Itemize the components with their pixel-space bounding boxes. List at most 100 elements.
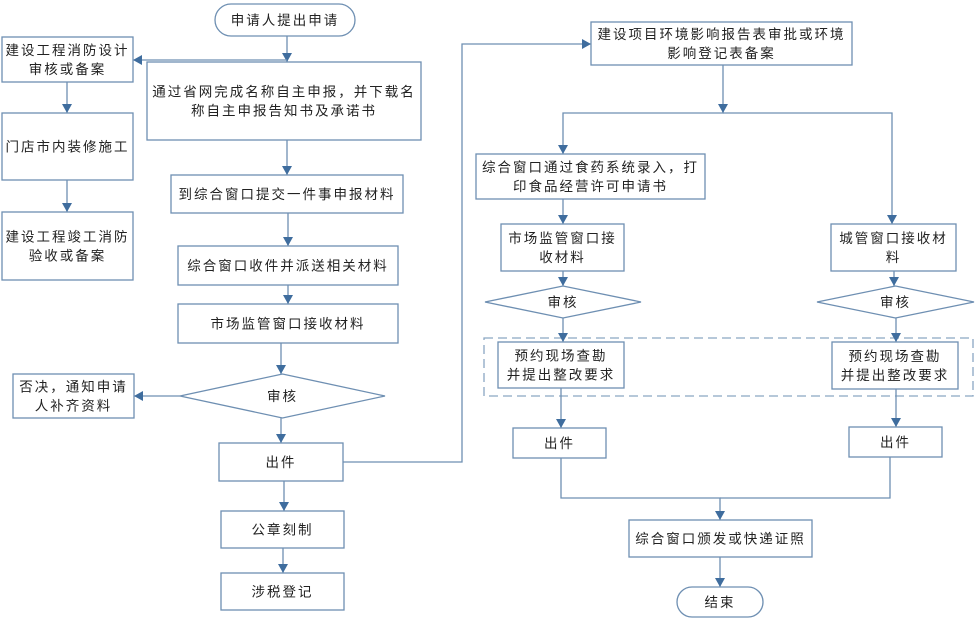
arrowhead-icon xyxy=(276,365,286,374)
arrowhead-icon xyxy=(276,434,286,443)
node-seal: 公章刻制 xyxy=(220,510,345,549)
arrowhead-icon xyxy=(279,502,289,511)
connector-review_main-to-issue_main xyxy=(276,418,286,443)
connector-issue_right-to-deliver xyxy=(720,457,891,499)
process-shape xyxy=(500,223,625,272)
node-label: 市场监管窗口接 xyxy=(508,230,617,247)
node-review-left: 审核 xyxy=(484,285,642,319)
node-receive-dispatch: 综合窗口收件并派送相关材料 xyxy=(177,245,399,286)
process-shape xyxy=(146,61,422,141)
connector-issue_main-to-seal xyxy=(279,481,289,511)
process-shape xyxy=(220,572,345,611)
connector-line xyxy=(562,65,724,154)
arrowhead-icon xyxy=(887,215,897,224)
arrowhead-icon xyxy=(715,578,725,587)
node-label: 出件 xyxy=(266,455,297,471)
connector-review_main-to-reject xyxy=(134,391,180,401)
node-label: 申请人提出申请 xyxy=(231,13,340,29)
node-label: 涉税登记 xyxy=(252,585,314,601)
arrowhead-icon xyxy=(278,564,288,573)
node-deliver: 综合窗口颁发或快递证照 xyxy=(628,519,813,558)
arrowhead-icon xyxy=(283,237,293,246)
process-shape xyxy=(830,223,957,272)
process-shape xyxy=(1,36,134,83)
node-label: 综合窗口通过食药系统录入，打 xyxy=(482,159,699,176)
arrowhead-icon xyxy=(558,277,568,286)
process-shape xyxy=(848,426,943,458)
node-label: 并提出整改要求 xyxy=(507,368,616,384)
node-issue-left: 出件 xyxy=(512,427,607,459)
process-shape xyxy=(1,112,134,181)
process-shape xyxy=(497,341,625,389)
connector-fire_design-to-renovation xyxy=(62,82,72,113)
node-label: 审核 xyxy=(548,295,579,311)
connector-start-to-fire_design xyxy=(133,55,287,65)
node-label: 综合窗口收件并派送相关材料 xyxy=(187,258,389,275)
arrowhead-icon xyxy=(558,215,568,224)
connector-inspect_left-to-issue_left xyxy=(556,388,566,428)
connector-receive_dispatch-to-market_receive_main xyxy=(283,285,293,304)
connector-submit_materials-to-receive_dispatch xyxy=(283,213,293,246)
connector-env-to-food_entry xyxy=(558,65,728,154)
node-review-right: 审核 xyxy=(816,285,975,319)
node-label: 综合窗口颁发或快递证照 xyxy=(635,531,806,548)
connectors xyxy=(62,36,901,587)
process-shape xyxy=(831,341,959,390)
connector-market_receive_main-to-review_main xyxy=(276,343,286,374)
connector-line xyxy=(343,43,591,463)
node-label: 通过省网完成名称自主申报，并下载名 xyxy=(152,85,416,101)
process-shape xyxy=(12,373,135,419)
connector-name_declare-to-submit_materials xyxy=(282,140,292,175)
node-label: 收材料 xyxy=(539,250,586,266)
nodes: 申请人提出申请建设工程消防设计审核或备案门店市内装修施工建设工程竣工消防验收或备… xyxy=(1,3,975,618)
node-label: 否决，通知申请 xyxy=(19,379,128,396)
connector-inspect_right-to-issue_right xyxy=(891,389,901,427)
arrowhead-icon xyxy=(282,53,292,62)
process-shape xyxy=(170,174,404,214)
arrowhead-icon xyxy=(582,39,591,49)
process-shape xyxy=(177,245,399,286)
node-review-main: 审核 xyxy=(179,373,386,419)
process-shape xyxy=(512,427,607,459)
connector-review_left-to-inspect_left xyxy=(558,318,568,342)
node-renovation: 门店市内装修施工 xyxy=(1,112,134,181)
node-label: 出件 xyxy=(880,435,911,451)
node-label: 审核或备案 xyxy=(29,61,107,78)
arrowhead-icon xyxy=(558,145,568,154)
node-submit-materials: 到综合窗口提交一件事申报材料 xyxy=(170,174,404,214)
process-shape xyxy=(1,211,134,281)
node-label: 人补齐资料 xyxy=(35,399,113,415)
connector-market_receive-to-review_left xyxy=(558,271,568,286)
connector-deliver-to-end xyxy=(715,557,725,587)
node-label: 称自主申报告知书及承诺书 xyxy=(191,103,377,120)
node-label: 审核 xyxy=(267,389,298,405)
connector-seal-to-tax xyxy=(278,548,288,573)
process-shape xyxy=(220,510,345,549)
node-label: 到综合窗口提交一件事申报材料 xyxy=(179,186,396,203)
connector-renovation-to-fire_completion xyxy=(62,180,72,212)
connector-line xyxy=(723,112,893,224)
node-issue-right: 出件 xyxy=(848,426,943,458)
arrowhead-icon xyxy=(556,419,566,428)
arrowhead-icon xyxy=(558,333,568,342)
node-label: 印食品经营许可申请书 xyxy=(513,178,668,195)
node-start: 申请人提出申请 xyxy=(214,3,356,37)
arrowhead-icon xyxy=(891,333,901,342)
node-label: 验收或备案 xyxy=(29,248,107,265)
connector-review_right-to-inspect_right xyxy=(891,318,901,342)
connector-issue_main-to-env xyxy=(343,39,591,463)
node-label: 建设项目环境影响报告表审批或环境 xyxy=(598,27,846,43)
node-label: 城管窗口接收材 xyxy=(839,230,948,247)
node-label: 料 xyxy=(886,250,902,266)
arrowhead-icon xyxy=(718,104,728,113)
process-shape xyxy=(475,153,706,200)
arrowhead-icon xyxy=(133,55,142,65)
